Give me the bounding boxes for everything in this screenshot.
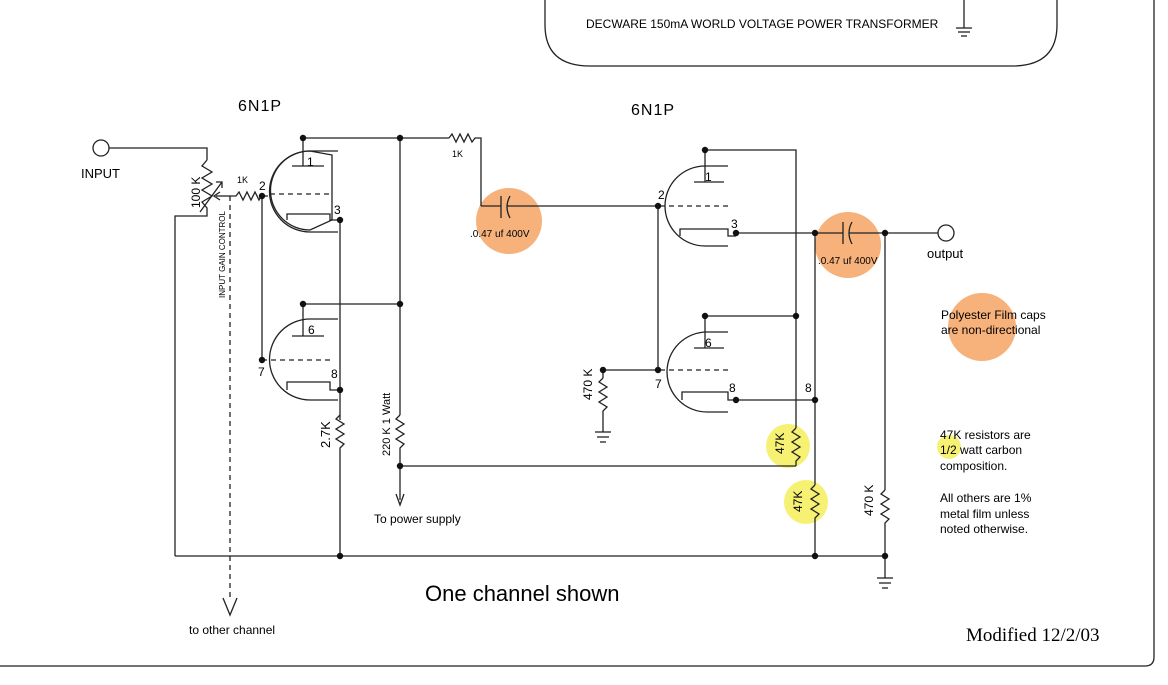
cap2-symbol <box>815 221 938 245</box>
notes-res-line5: metal film unless <box>940 507 1029 521</box>
cap1-symbol <box>481 195 658 219</box>
transformer-label: DECWARE 150mA WORLD VOLTAGE POWER TRANSF… <box>586 17 939 31</box>
r-load1-label: 47K <box>773 433 787 454</box>
v2b-pin6: 6 <box>705 336 712 350</box>
gain-control-label: INPUT GAIN CONTROL <box>218 210 227 298</box>
r-plate-label: 1K <box>452 149 463 159</box>
v2-bias-wire <box>602 369 658 378</box>
bias-ground-symbol <box>595 431 611 443</box>
v1b-pin6: 6 <box>308 323 315 337</box>
r-out-label: 470 K <box>862 485 876 516</box>
tube-v1b <box>262 304 340 401</box>
r-load1-47k <box>790 427 802 466</box>
output-ground-symbol <box>877 577 893 589</box>
r-bias-470k <box>597 377 609 432</box>
to-other-channel-label: to other channel <box>189 623 275 637</box>
cap2-label: .0.47 uf 400V <box>818 256 878 267</box>
to-other-channel-arrow <box>222 597 238 617</box>
r-cathode-label: 2.7K <box>318 421 333 448</box>
v1a-pin1: 1 <box>307 155 314 169</box>
cap2-highlight <box>815 212 881 278</box>
tube-v1-label: 6N1P <box>238 98 282 115</box>
v2a-pin2: 2 <box>658 188 665 202</box>
r-cathode-2k7 <box>334 414 346 556</box>
notes-resistors: 47K resistors are 1/2 watt carbon compos… <box>940 428 1032 536</box>
cap1-label: .0.47 uf 400V <box>470 229 530 240</box>
to-power-label: To power supply <box>374 512 461 526</box>
one-channel-caption: One channel shown <box>425 581 619 606</box>
input-terminal <box>92 139 110 157</box>
notes-caps-line1: Polyester Film caps <box>941 308 1046 322</box>
notes-res-line4: All others are 1% <box>940 491 1032 505</box>
tube-v2-label: 6N1P <box>631 102 675 119</box>
r-out-470k <box>879 489 891 578</box>
to-power-arrow <box>395 493 405 507</box>
pot-100k <box>174 159 230 556</box>
v1b-pin7: 7 <box>258 365 265 379</box>
r-load2-label: 47K <box>791 491 805 512</box>
v2b-pin8: 8 <box>729 381 736 395</box>
v2-node-pin8: 8 <box>805 381 812 395</box>
v2a-pin1: 1 <box>705 170 712 184</box>
junction-dots <box>258 134 889 560</box>
tube-v2b <box>660 316 736 413</box>
output-label: output <box>927 246 964 261</box>
tube-v1a <box>268 138 340 233</box>
notes-res-highlight <box>937 435 961 459</box>
page-border <box>0 0 1155 667</box>
transformer-ground-symbol <box>956 0 972 37</box>
notes-caps-highlight <box>948 293 1016 361</box>
r-load2-47k <box>809 484 821 556</box>
notes-res-line6: noted otherwise. <box>940 522 1028 536</box>
r-plate-1k <box>448 132 482 206</box>
r-supply-label: 220 K 1 Watt <box>381 393 393 456</box>
v2a-pin3: 3 <box>731 217 738 231</box>
tube-v2a <box>660 150 736 247</box>
v2a-plate-wire <box>705 149 797 428</box>
r-supply-220k <box>394 414 406 500</box>
modified-date: Modified 12/2/03 <box>966 625 1100 646</box>
notes-caps: Polyester Film caps are non-directional <box>941 308 1046 337</box>
transformer-box <box>544 0 1058 67</box>
input-wire <box>109 147 208 160</box>
output-terminal <box>937 224 955 242</box>
v1a-pin2: 2 <box>259 179 266 193</box>
notes-res-line1: 47K resistors are <box>940 428 1031 442</box>
notes-res-line3: composition. <box>940 459 1007 473</box>
v2b-pin7: 7 <box>655 377 662 391</box>
v1a-pin3: 3 <box>334 203 341 217</box>
r-bias-label: 470 K <box>581 369 595 400</box>
notes-res-line2: 1/2 watt carbon <box>940 443 1022 457</box>
cap1-highlight <box>476 188 542 254</box>
v1b-pin8: 8 <box>331 367 338 381</box>
input-label: INPUT <box>81 166 120 181</box>
notes-caps-line2: are non-directional <box>941 323 1040 337</box>
r-grid-label: 1K <box>237 175 248 185</box>
pot-label: 100 K <box>189 177 203 208</box>
